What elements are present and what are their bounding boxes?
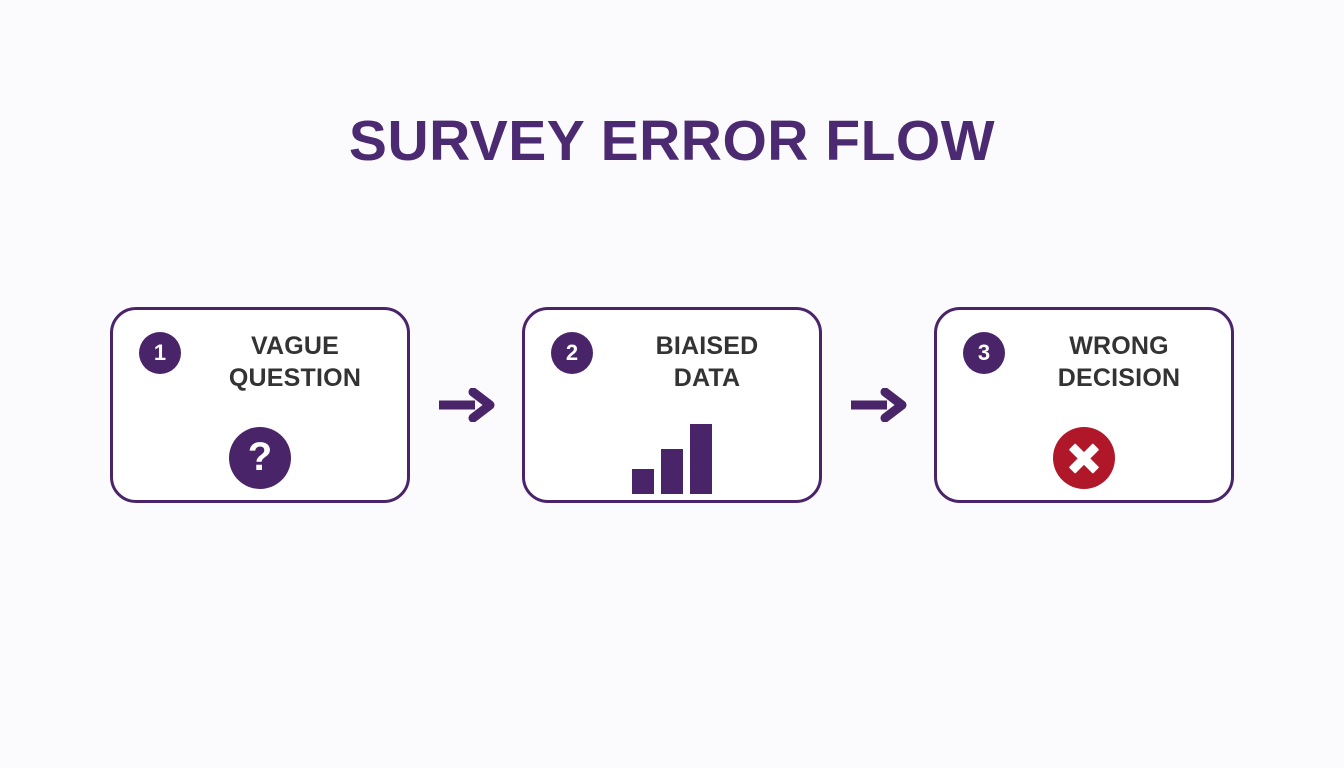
card-header-2: 2 BIAISED DATA — [551, 331, 805, 395]
bar-chart-bar-2 — [661, 449, 683, 494]
step-number-badge-1: 1 — [139, 332, 181, 374]
icon-slot-2 — [525, 418, 819, 498]
flow-step-card-2: 2 BIAISED DATA — [522, 307, 822, 503]
bar-chart-bar-3 — [690, 424, 712, 494]
question-mark-circle-icon: ? — [229, 427, 291, 489]
arrow-right-icon-1 — [437, 385, 495, 425]
step-label-2: BIAISED DATA — [655, 332, 759, 392]
error-cross-circle-icon — [1053, 427, 1115, 489]
step-label-1: VAGUE QUESTION — [228, 332, 362, 392]
flow-step-card-1: 1 VAGUE QUESTION ? — [110, 307, 410, 503]
step-number-badge-3: 3 — [963, 332, 1005, 374]
card-header-1: 1 VAGUE QUESTION — [139, 331, 393, 395]
flow-step-card-3: 3 WRONG DECISION — [934, 307, 1234, 503]
page-title: SURVEY ERROR FLOW — [348, 109, 996, 173]
bar-chart-bar-1 — [632, 469, 654, 494]
flow-diagram: 1 VAGUE QUESTION ? 2 BIAISED DATA — [110, 307, 1234, 503]
step-label-3: WRONG DECISION — [1057, 332, 1181, 392]
icon-slot-1: ? — [113, 418, 407, 498]
bar-chart-icon — [632, 422, 712, 494]
step-number-badge-2: 2 — [551, 332, 593, 374]
icon-slot-3 — [937, 418, 1231, 498]
arrow-right-icon-2 — [849, 385, 907, 425]
card-header-3: 3 WRONG DECISION — [963, 331, 1217, 395]
